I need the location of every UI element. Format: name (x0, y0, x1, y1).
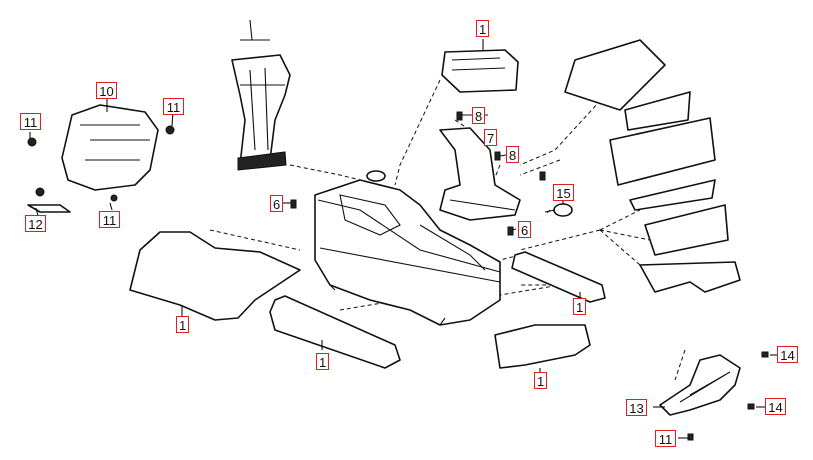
pad-right-4 (629, 179, 716, 211)
callout-11-right: 11 (163, 98, 184, 115)
callout-8-mid: 8 (506, 146, 519, 163)
pad-top (441, 49, 519, 93)
pad-bottom-left (269, 295, 401, 369)
leader-lines (209, 79, 686, 381)
callout-6-right: 6 (518, 221, 531, 238)
pad-bottom-right (494, 324, 591, 369)
callout-7: 7 (484, 129, 497, 146)
pad-right-6 (639, 261, 741, 293)
clamp-12 (27, 204, 71, 213)
callout-1-bottom-mid: 1 (316, 353, 329, 370)
callout-14-bottom: 14 (765, 398, 786, 415)
bolt-icon (165, 125, 175, 135)
callout-6-left: 6 (270, 195, 283, 212)
bracket-7 (439, 127, 521, 221)
callout-8-top: 8 (472, 107, 485, 124)
fuel-pump-assembly (231, 19, 291, 171)
callout-12: 12 (25, 215, 46, 232)
heat-shield-13 (659, 354, 741, 416)
heat-shield-left (61, 104, 159, 191)
callout-11-left: 11 (20, 113, 41, 130)
callout-1-left: 1 (176, 316, 189, 333)
bolts (290, 111, 769, 441)
callout-10: 10 (96, 82, 117, 99)
callout-1-bottom-right: 1 (534, 372, 547, 389)
pad-right-3 (609, 117, 716, 186)
callout-1-right: 1 (573, 298, 586, 315)
pad-right-strip (511, 251, 606, 303)
bolt-icon (27, 137, 37, 147)
pad-right-5 (644, 204, 729, 256)
pad-left-floor (129, 231, 301, 321)
callout-1-top: 1 (476, 20, 489, 37)
callout-11-bottom: 11 (655, 430, 676, 447)
callout-11-mid: 11 (99, 211, 120, 228)
pad-right-1 (564, 39, 666, 111)
pad-right-2 (624, 91, 691, 131)
fuel-tank (314, 170, 501, 326)
callout-14-top: 14 (777, 346, 798, 363)
callout-13: 13 (626, 399, 647, 416)
bolt-icon (110, 194, 118, 202)
hose-clamp-15 (553, 203, 573, 217)
callout-15: 15 (553, 184, 574, 201)
